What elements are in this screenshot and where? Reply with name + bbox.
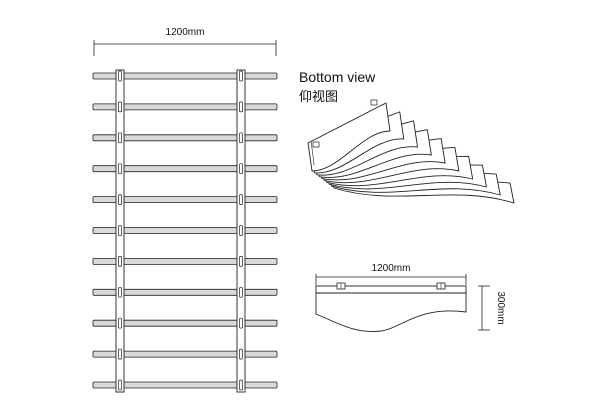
rail-slot <box>118 194 122 205</box>
rail-slot <box>239 379 243 391</box>
section-width-dimension: 1200mm <box>315 263 467 285</box>
rail-slot <box>239 225 243 236</box>
rail-slot <box>118 348 122 360</box>
rail-slot <box>239 348 243 360</box>
section-view: 1200mm 300mm <box>315 263 506 332</box>
bottom-view-clip <box>312 141 320 148</box>
rail-slot <box>118 256 122 267</box>
bottom-view-title: Bottom view <box>299 69 376 85</box>
plan-slat <box>92 134 278 142</box>
plan-slat <box>92 165 278 173</box>
rail-slot <box>239 194 243 205</box>
section-clip-right <box>436 282 446 290</box>
rail-slot <box>118 163 122 175</box>
bottom-view-baffles <box>307 99 515 204</box>
bottom-view: Bottom view 仰视图 <box>299 69 515 204</box>
rail-slot <box>118 132 122 144</box>
plan-width-label: 1200mm <box>166 27 205 38</box>
section-baffle-profile <box>315 282 467 332</box>
rail-slot <box>239 256 243 267</box>
plan-rail-left <box>115 69 125 393</box>
rail-slot <box>118 225 122 236</box>
plan-slat <box>92 350 278 358</box>
plan-slat <box>92 72 278 80</box>
rail-slot <box>239 70 243 82</box>
plan-slat <box>92 103 278 111</box>
plan-rail-right <box>236 69 246 393</box>
plan-slat <box>92 381 278 389</box>
plan-slat <box>92 227 278 234</box>
plan-view: 1200mm <box>92 27 278 393</box>
plan-slat <box>92 257 278 265</box>
section-height-label: 300mm <box>495 291 506 324</box>
plan-slat <box>92 288 278 296</box>
plan-carrier-rails <box>115 69 246 393</box>
rail-slot <box>118 286 122 298</box>
plan-width-dimension: 1200mm <box>93 27 277 56</box>
rail-slot <box>118 70 122 82</box>
rail-slot <box>239 101 243 113</box>
bottom-view-clip <box>370 99 378 106</box>
plan-slats <box>92 72 278 389</box>
rail-slot <box>118 379 122 391</box>
bottom-view-subtitle: 仰视图 <box>299 90 338 105</box>
rail-slot <box>239 163 243 175</box>
bottom-view-baffle <box>307 102 391 172</box>
section-height-dimension: 300mm <box>478 285 506 331</box>
rail-slot <box>118 317 122 329</box>
rail-slot <box>239 286 243 298</box>
rail-slot <box>239 317 243 329</box>
section-clip-left <box>336 282 346 290</box>
section-width-label: 1200mm <box>372 263 411 274</box>
plan-slat <box>92 319 278 327</box>
rail-slot <box>118 101 122 113</box>
rail-slot <box>239 132 243 144</box>
plan-slat <box>92 196 278 204</box>
